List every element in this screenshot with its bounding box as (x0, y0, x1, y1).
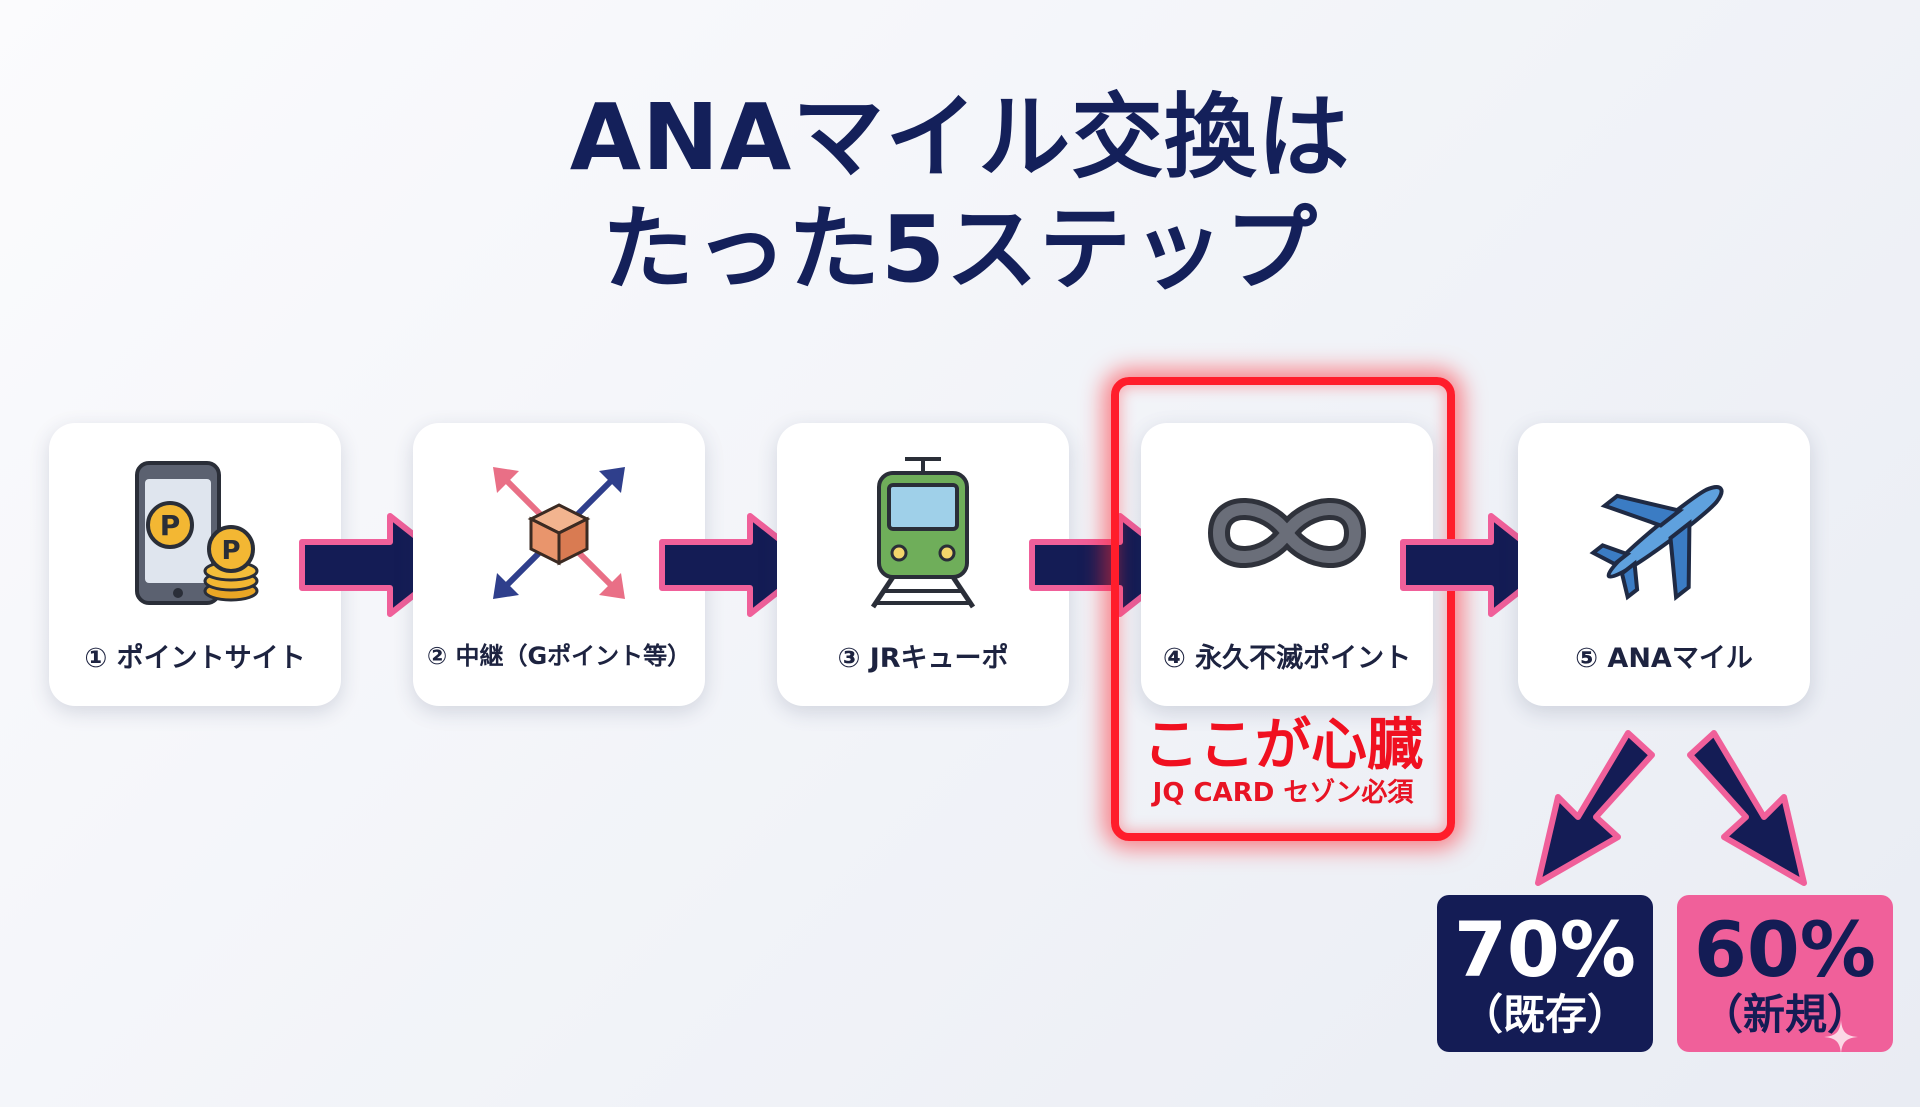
infinity-icon (1207, 453, 1367, 613)
step-card-ana-miles: ⑤ ANAマイル (1518, 423, 1810, 706)
rate-new-box: 60% （新規） (1677, 895, 1893, 1052)
sparkle-icon (1822, 1018, 1860, 1056)
step-card-relay: ② 中継（Gポイント等） (413, 423, 705, 706)
down-left-arrow-icon (1516, 725, 1656, 895)
highlight-heading: ここが心臓 (1143, 713, 1423, 778)
svg-text:P: P (221, 536, 240, 566)
train-icon (843, 453, 1003, 613)
highlight-frame (1111, 377, 1455, 841)
step-card-jr-qpo: ③ JRキューポ (777, 423, 1069, 706)
rate-label: （既存） (1460, 990, 1629, 1039)
page-title: ANAマイル交換は たった5ステップ (0, 82, 1920, 306)
svg-text:P: P (160, 509, 181, 542)
airplane-icon (1584, 453, 1744, 613)
step-card-point-site: P P ① ポイントサイト (49, 423, 341, 706)
rate-label: （新規） (1700, 990, 1869, 1039)
step-label: ⑤ ANAマイル (1575, 643, 1753, 674)
rate-percent: 60% (1694, 905, 1876, 994)
title-line-1: ANAマイル交換は (569, 84, 1351, 191)
step-card-eternal-points: ④ 永久不滅ポイント (1141, 423, 1433, 706)
highlight-note: JQ CARD セゾン必須 (1152, 778, 1414, 808)
title-line-2: たった5ステップ (601, 196, 1318, 303)
step-label: ② 中継（Gポイント等） (426, 642, 692, 670)
rate-existing-box: 70% （既存） (1437, 895, 1653, 1052)
down-right-arrow-icon (1686, 725, 1826, 895)
rate-percent: 70% (1454, 905, 1636, 994)
step-label: ④ 永久不滅ポイント (1162, 643, 1412, 674)
relay-box-arrows-icon (479, 453, 639, 613)
step-label: ① ポイントサイト (84, 643, 306, 674)
smartphone-points-icon: P P (115, 453, 275, 613)
step-label: ③ JRキューポ (837, 643, 1009, 674)
